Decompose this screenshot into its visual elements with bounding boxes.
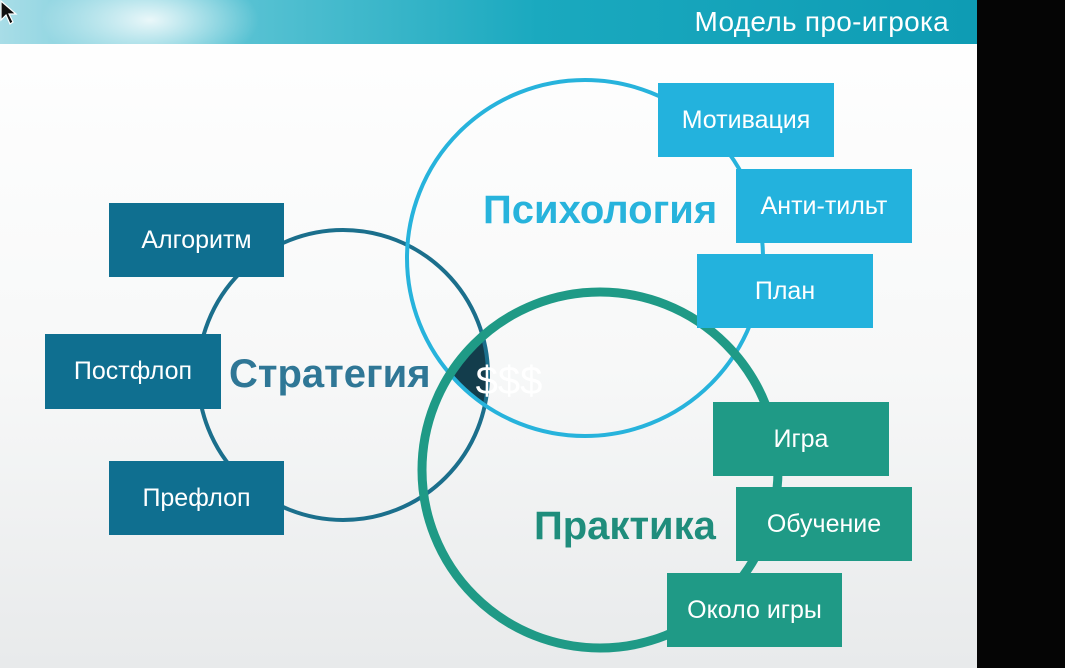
plan-text: План	[754, 276, 816, 305]
strategy-label: Стратегия	[229, 352, 431, 396]
algorithm-text: Алгоритм	[141, 225, 252, 254]
game-box: Игра	[713, 402, 889, 476]
anti-tilt-box: Анти-тильт	[736, 169, 912, 243]
learning-text: Обучение	[766, 509, 882, 538]
motivation-text: Мотивация	[681, 105, 811, 134]
postflop-text: Постфлоп	[73, 357, 193, 385]
slide-title: Модель про-игрока	[694, 6, 949, 37]
video-side-bar	[977, 0, 1065, 668]
anti-tilt-text: Анти-тильт	[760, 191, 888, 220]
preflop-box: Префлоп	[109, 461, 284, 535]
preflop-text: Префлоп	[142, 483, 251, 512]
motivation-box: Мотивация	[658, 83, 834, 157]
learning-box: Обучение	[736, 487, 912, 561]
game-text: Игра	[773, 424, 829, 453]
center-money-label: $$$	[476, 359, 543, 403]
around-game-box: Около игры	[667, 573, 842, 647]
header-glow	[40, 0, 260, 70]
mouse-cursor-icon	[0, 0, 18, 25]
psychology-label: Психология	[483, 188, 718, 232]
postflop-box: Постфлоп	[45, 334, 221, 409]
around-game-text: Около игры	[687, 595, 822, 624]
title-bar: Модель про-игрока	[0, 0, 977, 70]
plan-box: План	[697, 254, 873, 328]
algorithm-box: Алгоритм	[109, 203, 284, 277]
practice-label: Практика	[534, 504, 716, 548]
slide: Модель про-игрока $$$ Стратегия Психолог…	[0, 0, 977, 668]
